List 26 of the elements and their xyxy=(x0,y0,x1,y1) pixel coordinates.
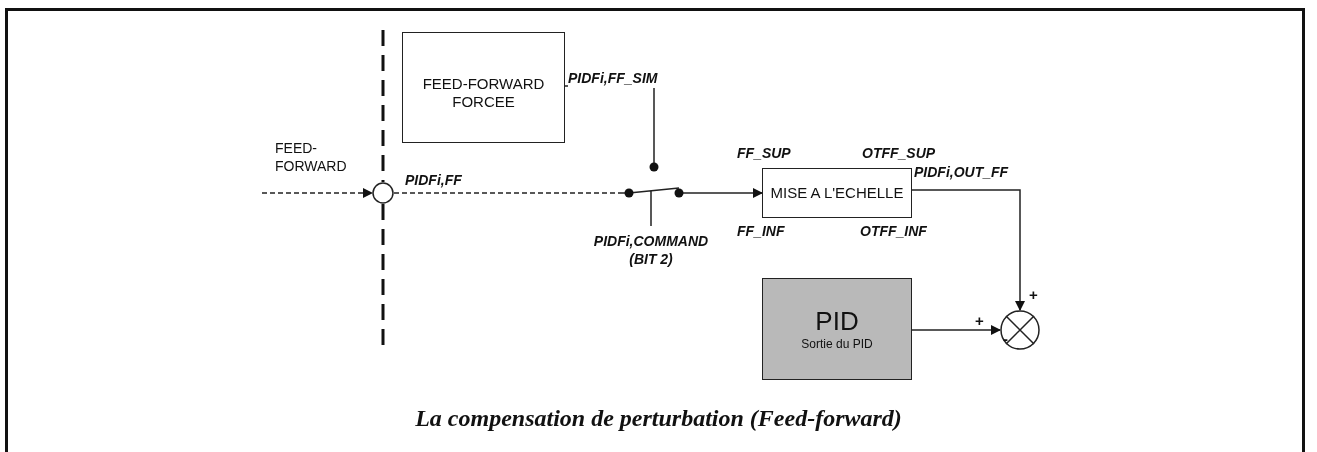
summing-junction xyxy=(1000,310,1040,350)
sign-label: - xyxy=(1003,330,1008,347)
box-text: MISE A L'ECHELLE xyxy=(770,184,904,202)
caption: La compensation de perturbation (Feed-forward) xyxy=(414,405,903,432)
signal-name: FF_SUP xyxy=(737,144,791,163)
connector-arrow xyxy=(911,325,1001,335)
sign-label: + xyxy=(1029,286,1038,303)
process-box xyxy=(762,278,912,380)
connector-arrow xyxy=(261,188,373,198)
box-text: FEED-FORWARD FORCEE xyxy=(421,75,546,111)
process-box xyxy=(402,32,565,143)
edge-label: PIDFi,OUT_FF xyxy=(914,164,1009,182)
sign-label: + xyxy=(975,312,984,329)
signal-name: OTFF_INF xyxy=(860,222,927,241)
box-text: Sortie du PID xyxy=(801,337,873,352)
connector-arrow xyxy=(911,189,1025,311)
connector-arrow xyxy=(685,188,763,198)
edge-label: PIDFi,FF xyxy=(405,172,462,190)
junction-circle xyxy=(372,182,394,204)
signal-name: FF_INF xyxy=(737,222,785,241)
box-title: PID xyxy=(815,306,859,338)
signal-name: PIDFi,COMMAND (BIT 2) xyxy=(592,232,710,269)
switch-symbol xyxy=(622,158,686,228)
signal-name: OTFF_SUP xyxy=(862,144,936,163)
edge-label: PIDFi,FF_SIM xyxy=(568,70,658,88)
process-box xyxy=(762,168,912,218)
